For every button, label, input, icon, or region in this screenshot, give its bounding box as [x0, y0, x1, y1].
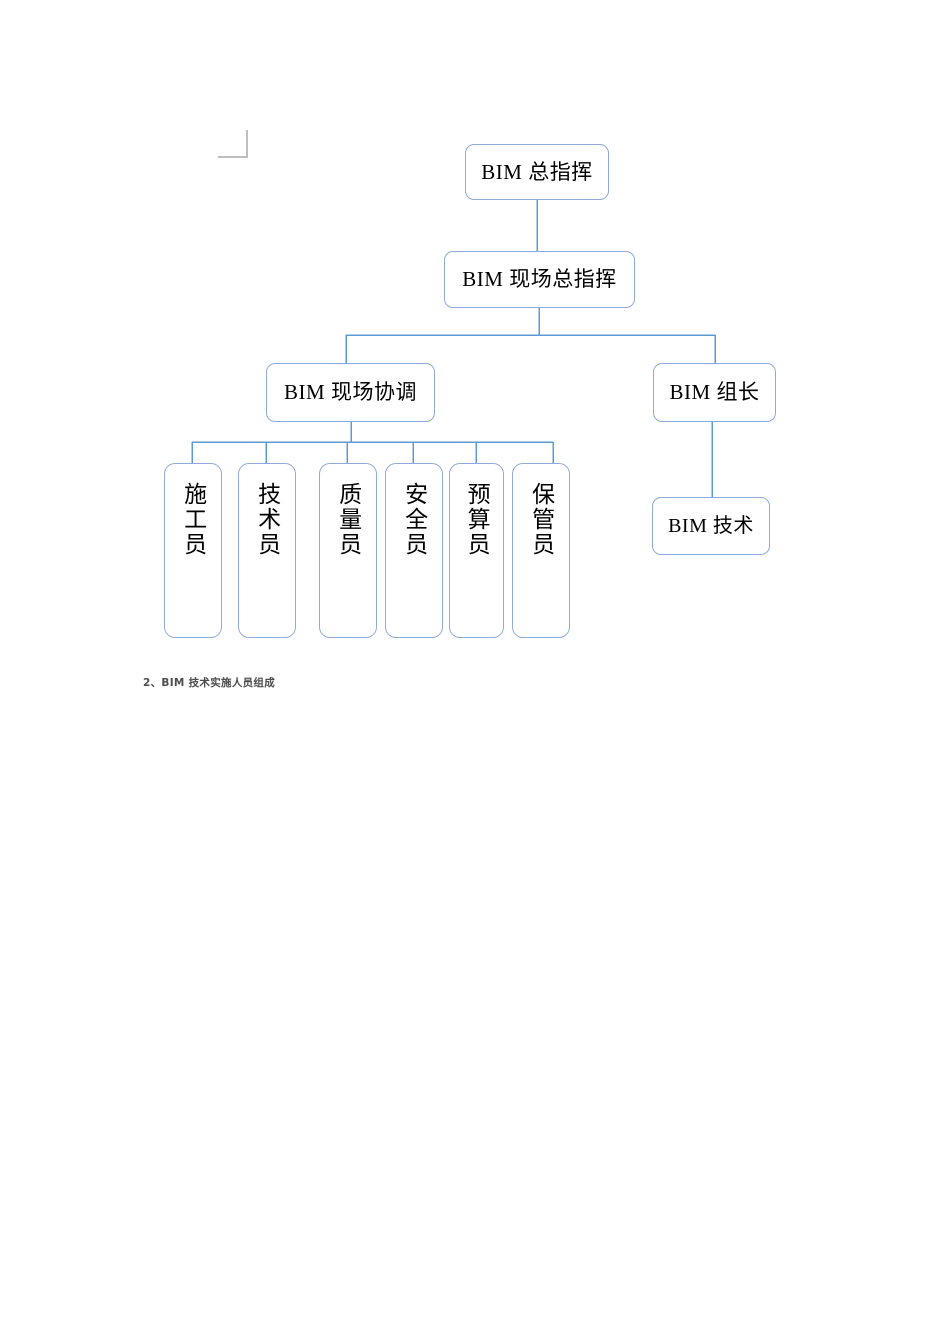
- node-label: 技术员: [254, 482, 280, 557]
- node-bim-commander[interactable]: BIM 总指挥: [465, 144, 609, 200]
- node-label: BIM 总指挥: [481, 159, 593, 184]
- node-quality-officer[interactable]: 质量员: [319, 463, 377, 638]
- node-bim-technology[interactable]: BIM 技术: [652, 497, 770, 555]
- node-label: 预算员: [464, 482, 490, 557]
- org-chart: BIM 总指挥 BIM 现场总指挥 BIM 现场协调 BIM 组长 施工员 技术…: [164, 144, 776, 638]
- node-bim-site-coordination[interactable]: BIM 现场协调: [266, 363, 435, 422]
- node-label: 质量员: [335, 482, 361, 557]
- node-label: 安全员: [401, 482, 427, 557]
- node-bim-site-commander[interactable]: BIM 现场总指挥: [444, 251, 635, 308]
- node-label: BIM 技术: [668, 515, 754, 537]
- node-label: BIM 组长: [669, 380, 760, 404]
- node-label: BIM 现场总指挥: [462, 267, 617, 291]
- node-budget-officer[interactable]: 预算员: [449, 463, 504, 638]
- figure-caption: 2、BIM 技术实施人员组成: [143, 677, 276, 689]
- margin-mark-vertical-line: [246, 130, 248, 158]
- node-safety-officer[interactable]: 安全员: [385, 463, 443, 638]
- page-margin-corner-mark: [218, 130, 248, 158]
- node-label: BIM 现场协调: [284, 380, 417, 404]
- node-technician[interactable]: 技术员: [238, 463, 296, 638]
- node-bim-team-leader[interactable]: BIM 组长: [653, 363, 776, 422]
- node-storekeeper[interactable]: 保管员: [512, 463, 570, 638]
- margin-mark-horizontal-line: [218, 156, 248, 158]
- node-label: 施工员: [180, 482, 206, 557]
- node-label: 保管员: [528, 482, 554, 557]
- node-construction-officer[interactable]: 施工员: [164, 463, 222, 638]
